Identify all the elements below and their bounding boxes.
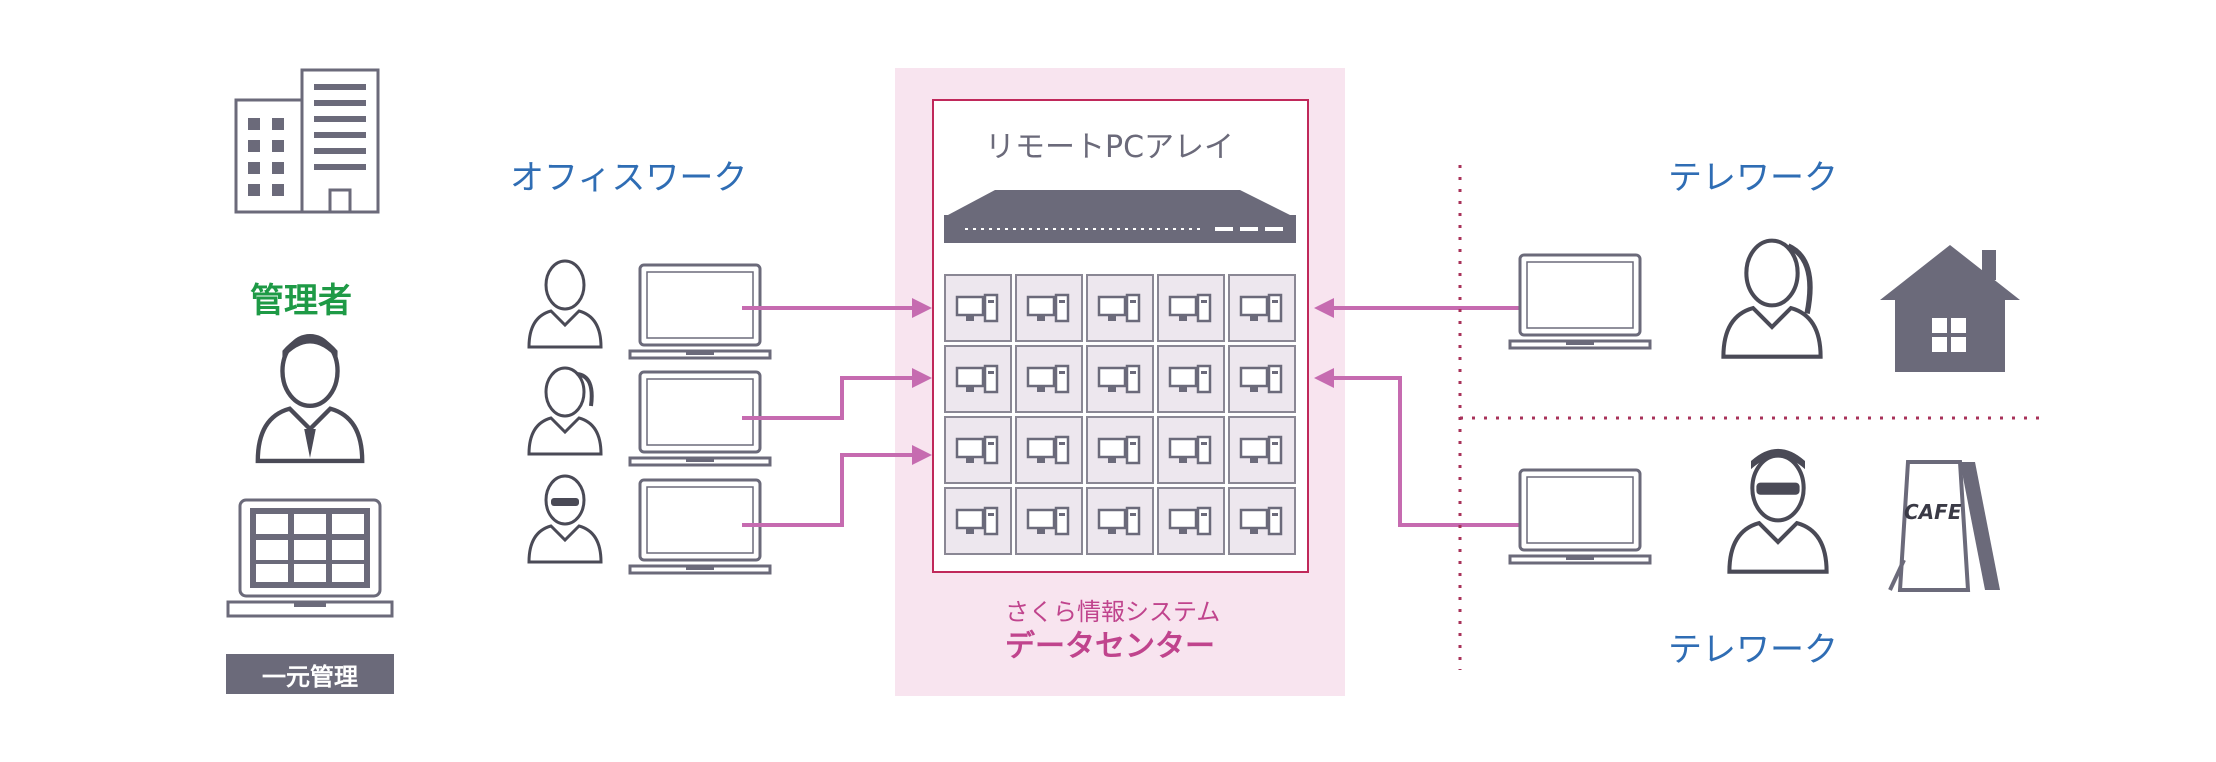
admin-badge: 一元管理 (226, 654, 394, 694)
telework-laptop-1-icon (1508, 253, 1652, 350)
telework-worker-2-icon (1729, 448, 1826, 572)
pc-unit-icon (1014, 415, 1084, 485)
pc-unit-icon (1227, 344, 1297, 414)
zone-dividers (1458, 165, 2040, 670)
pc-unit-icon (1014, 273, 1084, 343)
pc-unit-icon (943, 486, 1013, 556)
telework-worker-1-icon (1723, 241, 1820, 357)
pc-unit-icon (1014, 486, 1084, 556)
server-rack-icon (944, 190, 1296, 243)
cafe-sign-icon (1888, 460, 2000, 592)
pc-unit-icon (1085, 273, 1155, 343)
admin-label: 管理者 (250, 281, 352, 321)
pc-unit-icon (1227, 415, 1297, 485)
arrow-office-2 (742, 376, 918, 420)
pc-unit-icon (1156, 415, 1226, 485)
pc-unit-icon (943, 273, 1013, 343)
pc-unit-icon (1085, 415, 1155, 485)
datacenter-label-line1: さくら情報システム (1005, 598, 1221, 626)
pc-unit-icon (943, 344, 1013, 414)
telework-laptop-2-icon (1508, 468, 1652, 565)
office-worker-1-icon (527, 259, 603, 349)
pc-unit-icon (1156, 344, 1226, 414)
arrowheads (912, 298, 1334, 465)
arrow-telework-2 (1330, 376, 1528, 527)
pc-unit-icon (1156, 273, 1226, 343)
pc-unit-icon (1227, 486, 1297, 556)
admin-laptop-icon (226, 498, 394, 618)
office-label: オフィスワーク (510, 158, 748, 198)
office-worker-3-icon (527, 474, 603, 564)
pc-unit-icon (943, 415, 1013, 485)
connection-arrows (742, 306, 1528, 527)
pc-unit-icon (1085, 344, 1155, 414)
pc-unit-icon (1014, 344, 1084, 414)
office-laptop-1-icon (628, 263, 772, 360)
telework-label-top: テレワーク (1668, 158, 1838, 198)
home-icon (1880, 245, 2020, 372)
pc-unit-icon (1085, 486, 1155, 556)
arrow-office-3 (742, 453, 918, 527)
office-worker-2-icon (527, 366, 603, 456)
admin-person-icon (258, 335, 362, 461)
building-icon (234, 68, 380, 214)
datacenter-label-line2: データセンター (1005, 629, 1215, 664)
pc-unit-icon (1227, 273, 1297, 343)
pc-array-title: リモートPCアレイ (985, 130, 1235, 165)
telework-label-bottom: テレワーク (1668, 630, 1838, 670)
pc-unit-icon (1156, 486, 1226, 556)
cafe-sign-text: CAFE (1904, 500, 1962, 524)
